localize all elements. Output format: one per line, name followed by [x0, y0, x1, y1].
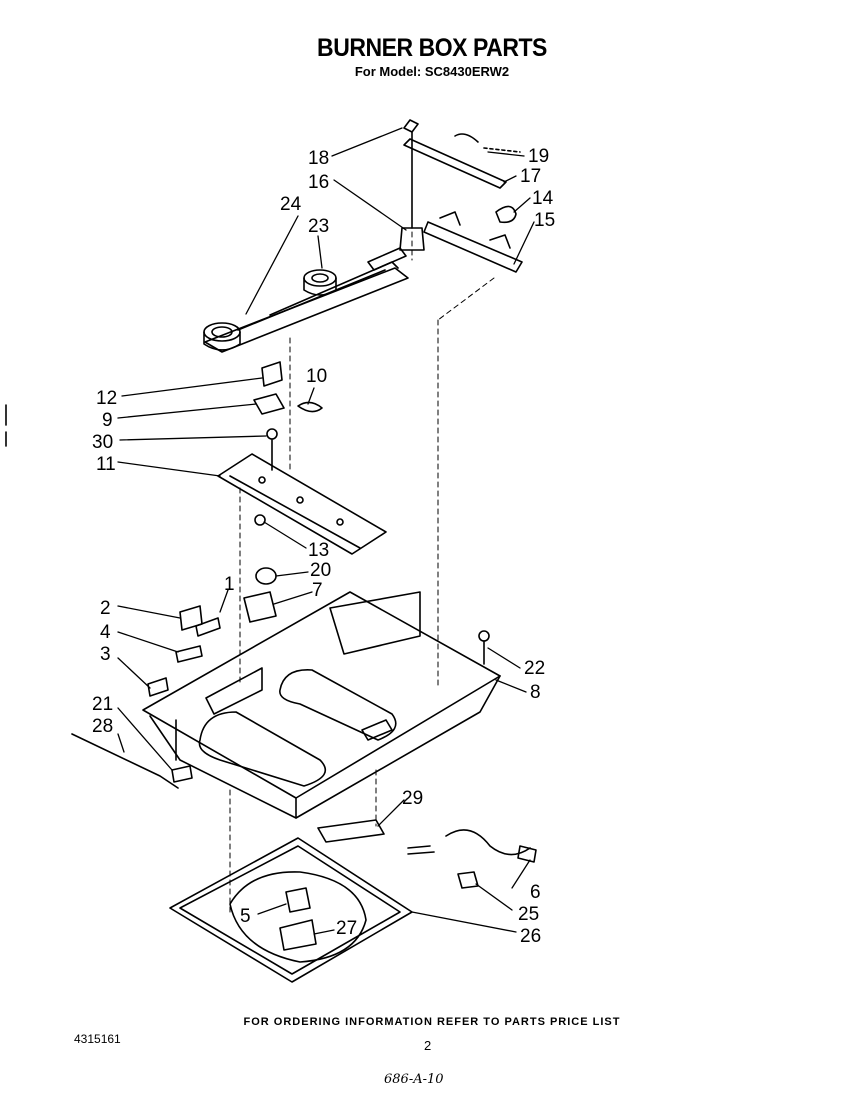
burner-mounting-bracket: [217, 361, 387, 555]
callout-16: 16: [308, 172, 329, 193]
callout-20: 20: [310, 560, 331, 581]
callout-28: 28: [92, 716, 113, 737]
callout-labels: 18 16 24 23 19 17 14 15 12 10 9 30 11 13…: [92, 146, 555, 947]
callout-30: 30: [92, 432, 113, 453]
callout-2: 2: [100, 598, 111, 619]
callout-24: 24: [280, 194, 302, 215]
callout-3: 3: [100, 644, 111, 665]
ignition-parts: [147, 567, 277, 697]
bottom-plate: [169, 837, 413, 983]
callout-10: 10: [306, 366, 327, 387]
callout-29: 29: [402, 788, 423, 809]
callout-5: 5: [240, 906, 251, 927]
ordering-note: FOR ORDERING INFORMATION REFER TO PARTS …: [243, 1016, 621, 1028]
callout-4: 4: [100, 622, 111, 643]
callout-21: 21: [92, 694, 113, 715]
callout-22: 22: [524, 658, 545, 679]
callout-14: 14: [532, 188, 554, 209]
callout-27: 27: [336, 918, 357, 939]
leader-lines: [117, 127, 535, 935]
document-number: 4315161: [74, 1032, 121, 1046]
burner-box: [142, 591, 501, 819]
callout-9: 9: [102, 410, 113, 431]
callout-12: 12: [96, 388, 117, 409]
page-number: 2: [424, 1038, 432, 1053]
callout-6: 6: [530, 882, 541, 903]
callout-19: 19: [528, 146, 549, 167]
callout-17: 17: [520, 166, 541, 187]
callout-23: 23: [308, 216, 329, 237]
callout-11: 11: [96, 454, 116, 475]
model-subtitle: For Model: SC8430ERW2: [354, 64, 510, 79]
callout-15: 15: [534, 210, 555, 231]
callout-26: 26: [520, 926, 541, 947]
assembly-lines: [229, 231, 495, 917]
callout-1: 1: [224, 574, 235, 595]
callout-7: 7: [312, 580, 323, 601]
callout-25: 25: [518, 904, 539, 925]
callout-8: 8: [530, 682, 541, 703]
page-title: BURNER BOX PARTS: [317, 34, 547, 62]
callout-18: 18: [308, 148, 329, 169]
burner-assembly: [203, 247, 409, 353]
handwritten-note: 686-A-10: [384, 1072, 444, 1087]
manifold-assembly: [399, 119, 523, 273]
callout-13: 13: [308, 540, 329, 561]
